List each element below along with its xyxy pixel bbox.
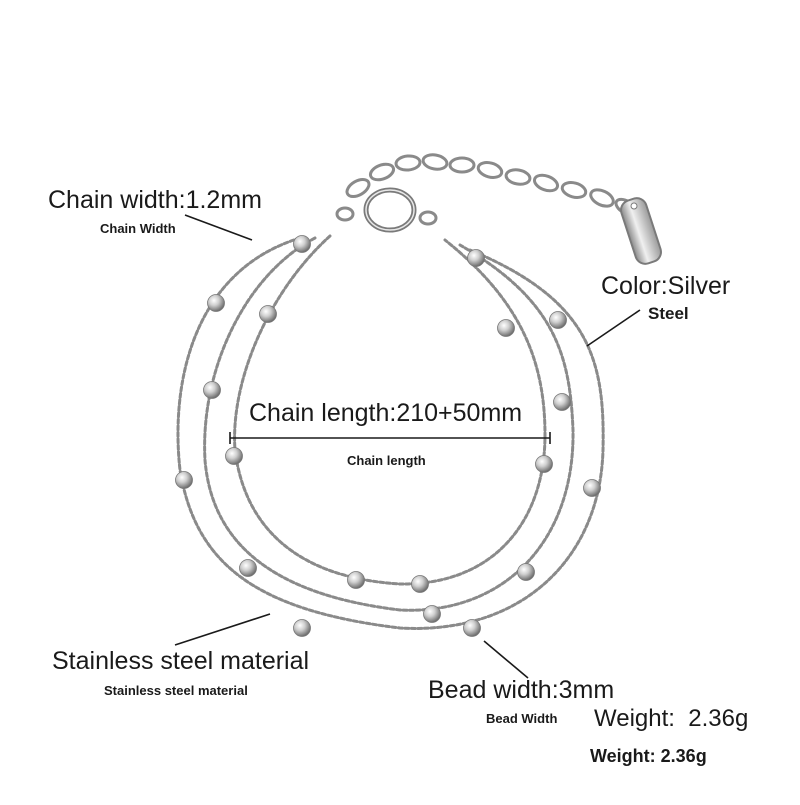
bead xyxy=(553,393,571,411)
chain-length-label: Chain length:210+50mm xyxy=(249,399,523,427)
bead xyxy=(203,381,221,399)
bead xyxy=(207,294,225,312)
chain-strand-middle xyxy=(203,236,575,612)
bead xyxy=(347,571,365,589)
color-sublabel: Steel xyxy=(648,304,689,323)
weight-label: Weight: 2.36g xyxy=(594,705,749,732)
chain-strand-inner xyxy=(233,234,547,586)
bead xyxy=(423,605,441,623)
material-sublabel: Stainless steel material xyxy=(104,683,248,698)
material-label: Stainless steel material xyxy=(52,647,310,675)
bead xyxy=(259,305,277,323)
bead-group xyxy=(175,235,601,637)
bead-width-sublabel: Bead Width xyxy=(486,711,558,726)
chain-length-sublabel: Chain length xyxy=(347,453,426,468)
bead xyxy=(549,311,567,329)
extender-chain xyxy=(345,153,638,217)
bead xyxy=(497,319,515,337)
bead xyxy=(293,235,311,253)
lobster-clasp xyxy=(335,187,438,233)
bead xyxy=(467,249,485,267)
color-label: Color:Silver xyxy=(601,272,731,300)
bead xyxy=(535,455,553,473)
bead xyxy=(239,559,257,577)
bead-width-pointer xyxy=(483,640,529,679)
bead xyxy=(517,563,535,581)
bead xyxy=(293,619,311,637)
bead xyxy=(175,471,193,489)
bead xyxy=(583,479,601,497)
chain-width-sublabel: Chain Width xyxy=(100,221,176,236)
chain-width-pointer xyxy=(184,214,253,241)
material-pointer xyxy=(174,613,271,646)
chain-strand-outer xyxy=(176,236,605,630)
bead xyxy=(225,447,243,465)
weight-sublabel: Weight: 2.36g xyxy=(590,746,707,766)
bead xyxy=(463,619,481,637)
chain-width-label: Chain width:1.2mm xyxy=(48,186,262,214)
bead-width-label: Bead width:3mm xyxy=(428,676,615,704)
color-pointer xyxy=(586,309,641,347)
bead xyxy=(411,575,429,593)
brand-tag xyxy=(620,197,662,265)
